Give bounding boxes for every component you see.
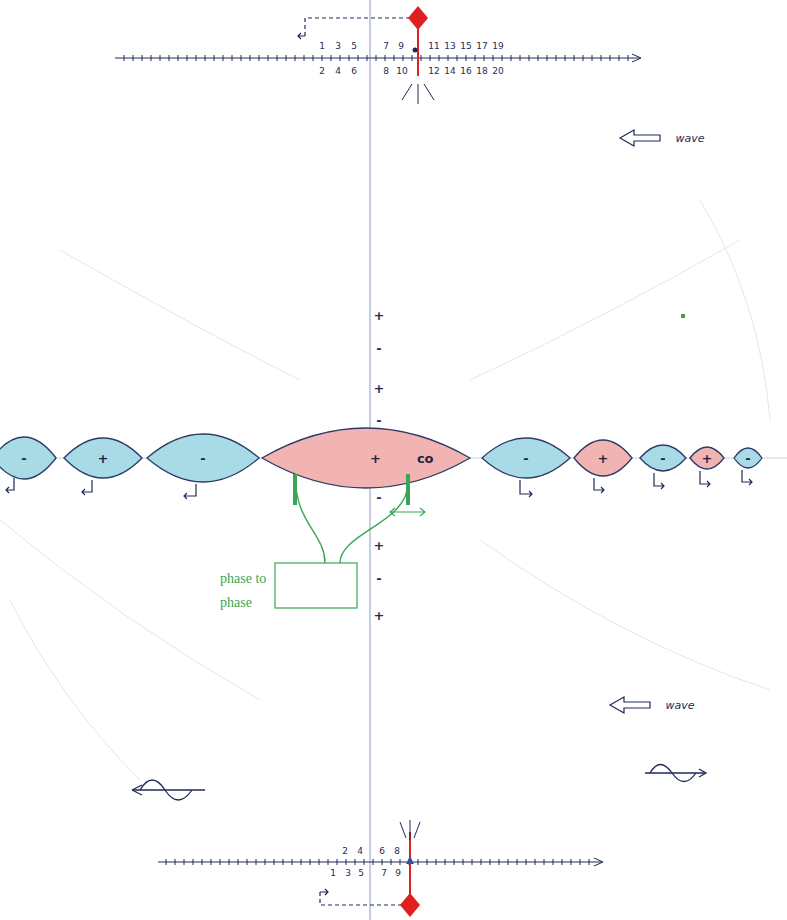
charge-lobe: - <box>482 438 570 478</box>
scale-number: 19 <box>491 42 504 51</box>
scale-number: 17 <box>475 42 488 51</box>
scale-number: 1 <box>318 42 326 51</box>
charge-lobe: + <box>64 438 142 478</box>
scale-number: 3 <box>334 42 342 51</box>
scale-number: 9 <box>394 869 402 878</box>
charge-sign: + <box>373 309 386 322</box>
charge-sign: + <box>702 452 713 465</box>
charge-sign: - <box>660 452 665 465</box>
scale-number: 2 <box>318 67 326 76</box>
charge-sign: - <box>375 342 382 355</box>
scale-number: 8 <box>393 847 401 856</box>
charge-lobe: - <box>734 448 762 468</box>
charge-sign: + <box>598 452 609 465</box>
scale-number: 7 <box>382 42 390 51</box>
scale-number: 20 <box>491 67 504 76</box>
charge-sign: + <box>98 452 109 465</box>
charge-lobe: - <box>147 434 259 482</box>
meter-outline <box>275 563 357 608</box>
charge-sign: - <box>375 414 382 427</box>
scale-number: 6 <box>378 847 386 856</box>
charge-sign: - <box>375 572 382 585</box>
wave-label: wave <box>674 133 705 144</box>
scale-number: 14 <box>443 67 456 76</box>
phase-meter-box: phase to phase <box>218 563 358 609</box>
charge-sign: + <box>373 609 386 622</box>
charge-lobe: + <box>690 447 724 469</box>
probe-wire <box>340 483 408 563</box>
scale-number: 7 <box>380 869 388 878</box>
scale-number: 9 <box>397 42 405 51</box>
charge-sign: - <box>375 491 382 504</box>
scale-number: 1 <box>329 869 337 878</box>
charge-sign: + <box>373 382 386 395</box>
charge-sign: + <box>370 452 381 465</box>
charge-lobe: + co <box>262 428 470 488</box>
charge-sign: + <box>373 539 386 552</box>
wave-label: wave <box>664 700 695 711</box>
meter-label: phase to phase <box>220 567 276 615</box>
charge-lobe: + <box>574 440 632 476</box>
scale-number: 8 <box>382 67 390 76</box>
scale-number: 13 <box>443 42 456 51</box>
probe-wire <box>295 474 325 563</box>
scale-number: 11 <box>427 42 440 51</box>
charge-sign: - <box>200 452 205 465</box>
scale-number: 3 <box>344 869 352 878</box>
charge-sign: - <box>21 452 26 465</box>
charge-sign: - <box>745 452 750 465</box>
charge-lobe: - <box>0 437 56 479</box>
charge-lobe: - <box>640 445 686 471</box>
scale-number: 2 <box>341 847 349 856</box>
scale-number: 5 <box>350 42 358 51</box>
scale-number: 4 <box>334 67 342 76</box>
scale-number: 12 <box>427 67 440 76</box>
scale-number: 5 <box>357 869 365 878</box>
scale-number: 16 <box>459 67 472 76</box>
scale-number: 10 <box>395 67 408 76</box>
scale-number: 15 <box>459 42 472 51</box>
scale-number: 18 <box>475 67 488 76</box>
charge-sign: - <box>523 452 528 465</box>
scale-number: 4 <box>356 847 364 856</box>
charge-sign: co <box>417 452 434 465</box>
scale-number: 6 <box>350 67 358 76</box>
